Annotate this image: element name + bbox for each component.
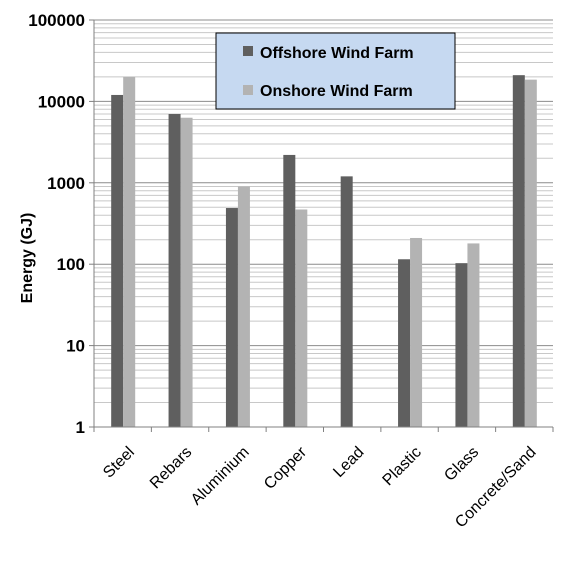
bar (340, 176, 353, 427)
bar (283, 154, 296, 427)
legend-label-onshore: Onshore Wind Farm (260, 83, 413, 100)
y-tick-label: 10 (66, 337, 85, 356)
y-tick-label: 1 (76, 418, 85, 437)
legend-box (215, 32, 456, 110)
legend-swatch-onshore (243, 85, 253, 95)
x-tick-label: Aluminium (188, 444, 253, 509)
bar (512, 75, 525, 427)
legend-swatch-offshore (243, 46, 253, 56)
bar (168, 114, 181, 427)
x-tick-label: Rebars (147, 444, 195, 492)
x-tick-label: Glass (441, 444, 482, 485)
bar (295, 209, 308, 427)
bar (524, 79, 537, 427)
x-tick-label: Steel (100, 444, 138, 482)
bar (111, 94, 124, 427)
y-tick-label: 100 (57, 255, 85, 274)
bar (455, 263, 468, 427)
bar (237, 186, 250, 427)
legend: Offshore Wind Farm Onshore Wind Farm (215, 32, 456, 110)
x-tick-label: Copper (261, 443, 311, 493)
bar (225, 208, 238, 427)
legend-label-offshore: Offshore Wind Farm (260, 45, 414, 62)
bar (410, 237, 423, 427)
y-tick-label: 10000 (38, 92, 85, 111)
bars-layer (111, 75, 537, 428)
y-tick-label: 1000 (47, 174, 85, 193)
y-tick-label: 100000 (28, 11, 85, 30)
x-tick-label: Plastic (380, 444, 425, 489)
bar (467, 243, 480, 427)
bar (398, 259, 411, 427)
bar (123, 76, 136, 428)
x-tick-label: Lead (330, 444, 367, 481)
bar (180, 117, 193, 428)
y-axis-title: Energy (GJ) (19, 213, 36, 304)
